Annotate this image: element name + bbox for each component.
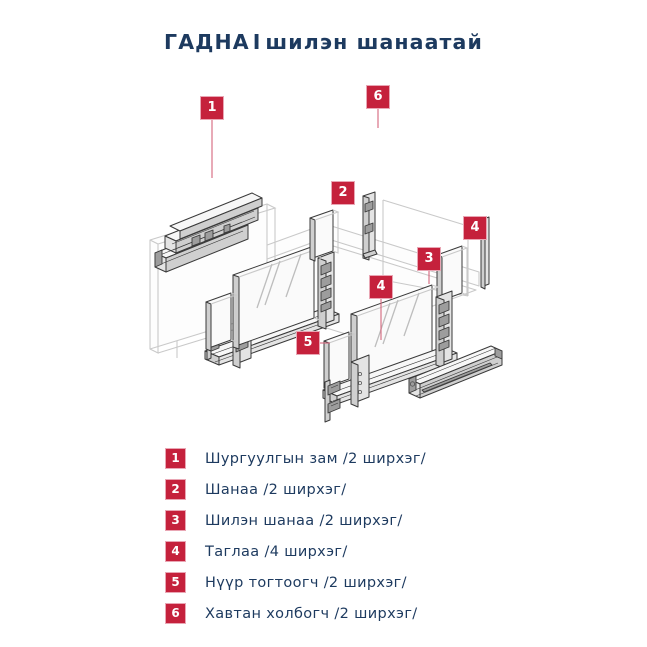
legend-item-6[interactable]: 6 Хавтан холбогч /2 ширхэг/ — [0, 598, 647, 629]
legend-label-3: Шилэн шанаа /2 ширхэг/ — [205, 512, 403, 529]
legend-label-5: Нүүр тогтоогч /2 ширхэг/ — [205, 574, 407, 591]
end-cap-upper-right — [309, 209, 340, 262]
callout-badge-1[interactable]: 1 — [200, 96, 224, 120]
glass-panel-upper — [232, 245, 322, 350]
legend-item-5[interactable]: 5 Нүүр тогтоогч /2 ширхэг/ — [0, 567, 647, 598]
callout-badge-4-left[interactable]: 4 — [369, 275, 393, 299]
callout-badge-6[interactable]: 6 — [366, 85, 390, 109]
end-cap-upper-left — [205, 292, 238, 352]
callout-badge-2[interactable]: 2 — [331, 181, 355, 205]
drawer-side-panel-lower — [322, 290, 458, 408]
diagram-svg: .dk { fill:none; stroke:#3a3a3a; stroke-… — [149, 108, 503, 423]
legend-label-1: Шургуулгын зам /2 ширхэг/ — [205, 450, 427, 467]
callout-badge-4-right[interactable]: 4 — [463, 216, 487, 240]
page-title-right: шилэн шанаатай — [265, 30, 483, 54]
legend-item-3[interactable]: 3 Шилэн шанаа /2 ширхэг/ — [0, 505, 647, 536]
legend-item-4[interactable]: 4 Таглаа /4 ширхэг/ — [0, 536, 647, 567]
legend-badge-5: 5 — [165, 572, 186, 593]
legend-label-4: Таглаа /4 ширхэг/ — [205, 543, 348, 560]
page-title-left: ГАДНА — [164, 30, 250, 54]
legend-badge-1: 1 — [165, 448, 186, 469]
panel-connector-upper — [362, 191, 378, 261]
legend-item-1[interactable]: 1 Шургуулгын зам /2 ширхэг/ — [0, 443, 647, 474]
legend-badge-6: 6 — [165, 603, 186, 624]
exploded-assembly-diagram: .dk { fill:none; stroke:#3a3a3a; stroke-… — [0, 68, 647, 423]
legend-badge-3: 3 — [165, 510, 186, 531]
legend-label-6: Хавтан холбогч /2 ширхэг/ — [205, 605, 418, 622]
page-title-separator: I — [252, 30, 263, 54]
drawer-slide-rail-lower — [408, 345, 503, 399]
legend-badge-4: 4 — [165, 541, 186, 562]
callout-badge-5[interactable]: 5 — [296, 331, 320, 355]
front-fixing-bracket — [324, 379, 341, 423]
legend-badge-2: 2 — [165, 479, 186, 500]
callout-badge-3[interactable]: 3 — [417, 247, 441, 271]
legend-item-2[interactable]: 2 Шанаа /2 ширхэг/ — [0, 474, 647, 505]
legend-label-2: Шанаа /2 ширхэг/ — [205, 481, 347, 498]
drawer-slide-rail-upper — [154, 192, 263, 273]
legend: 1 Шургуулгын зам /2 ширхэг/ 2 Шанаа /2 ш… — [0, 443, 647, 629]
